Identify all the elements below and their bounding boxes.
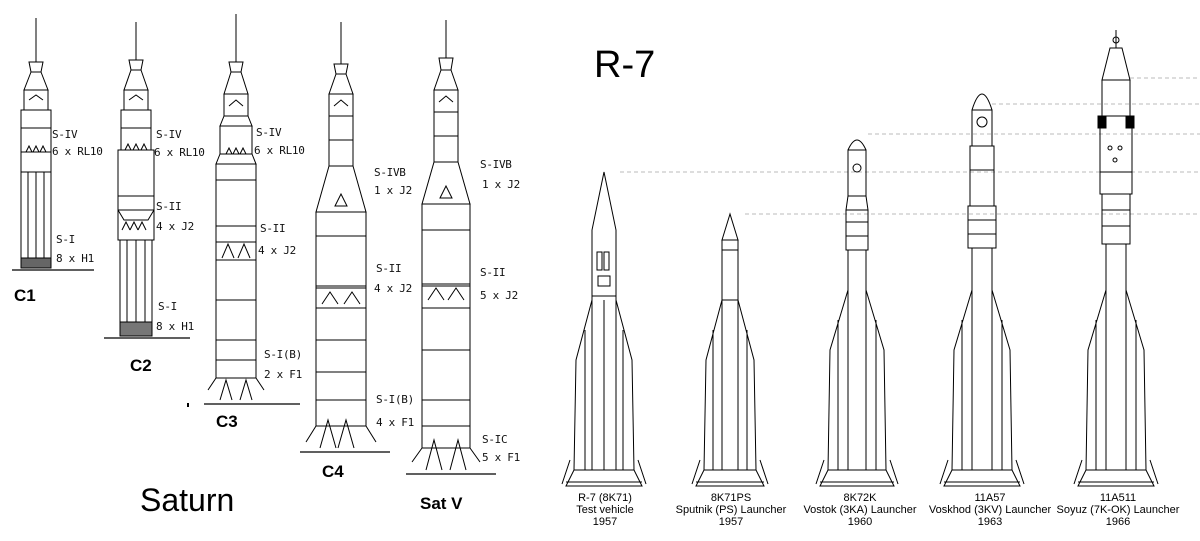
c2-stage3-name: S-I [158, 300, 177, 313]
c4-stage1-engines: 1 x J2 [374, 184, 412, 197]
r7-vehicle-caption-3: 8K72K Vostok (3KA) Launcher 1960 [795, 492, 925, 528]
c2-stage2-name: S-II [156, 200, 182, 213]
satv-stage2-engines: 5 x J2 [480, 289, 518, 302]
c4-stage3-engines: 4 x F1 [376, 416, 414, 429]
c3-stage1-engines: 6 x RL10 [254, 144, 305, 157]
r7-11a511-drawing [1073, 30, 1159, 487]
satv-stage1-engines: 1 x J2 [482, 178, 520, 191]
r7-vehicle-role: Voskhod (3KV) Launcher [928, 504, 1052, 516]
r7-8k72k-drawing [815, 139, 899, 487]
r7-8k71ps-drawing [691, 212, 769, 487]
r7-vehicle-designation: R-7 (8K71) [578, 492, 632, 504]
c4-stage2-name: S-II [376, 262, 402, 275]
r7-vehicle-caption-2: 8K71PS Sputnik (PS) Launcher 1957 [666, 492, 796, 528]
satv-stage3-engines: 5 x F1 [482, 451, 520, 464]
r7-11a57-drawing [939, 93, 1025, 487]
r7-8k71-drawing [561, 171, 647, 487]
c3-label: C3 [216, 412, 238, 431]
saturn-c2-drawing [104, 22, 190, 339]
saturn-v-drawing [406, 20, 496, 475]
c2-stage2-engines: 4 x J2 [156, 220, 194, 233]
c1-stage1-name: S-IV [52, 128, 78, 141]
satv-stage1-name: S-IVB [480, 158, 512, 171]
c1-stage2-name: S-I [56, 233, 75, 246]
c2-stage1-engines: 6 x RL10 [154, 146, 205, 159]
saturn-title: Saturn [140, 482, 235, 518]
r7-vehicle-role: Soyuz (7K-OK) Launcher [1056, 504, 1180, 516]
c3-stage3-name: S-I(B) [264, 348, 302, 361]
c3-stage2-engines: 4 x J2 [258, 244, 296, 257]
c4-stage1-name: S-IVB [374, 166, 406, 179]
c4-stage3-name: S-I(B) [376, 393, 414, 406]
r7-vehicle-designation: 8K71PS [710, 492, 752, 504]
r7-vehicle-year: 1960 [847, 516, 873, 528]
c3-stage2-name: S-II [260, 222, 286, 235]
r7-vehicle-role: Vostok (3KA) Launcher [803, 504, 917, 516]
r7-title: R-7 [594, 44, 656, 86]
c2-stage3-engines: 8 x H1 [156, 320, 194, 333]
r7-vehicle-caption-1: R-7 (8K71) Test vehicle 1957 [540, 492, 670, 528]
c4-stage2-engines: 4 x J2 [374, 282, 412, 295]
satv-label: Sat V [420, 494, 463, 513]
c2-label: C2 [130, 356, 152, 375]
r7-vehicle-designation: 11A57 [974, 492, 1006, 504]
r7-vehicle-role: Sputnik (PS) Launcher [675, 504, 787, 516]
r7-vehicle-year: 1957 [592, 516, 618, 528]
r7-vehicle-caption-4: 11A57 Voskhod (3KV) Launcher 1963 [925, 492, 1055, 528]
r7-vehicle-role: Test vehicle [576, 504, 634, 516]
c3-stage1-name: S-IV [256, 126, 282, 139]
saturn-c3-drawing [204, 14, 300, 405]
r7-vehicle-caption-5: 11A511 Soyuz (7K-OK) Launcher 1966 [1053, 492, 1183, 528]
c3-stage3-engines: 2 x F1 [264, 368, 302, 381]
c4-label: C4 [322, 462, 344, 481]
saturn-c4-drawing [300, 22, 390, 453]
satv-stage2-name: S-II [480, 266, 506, 279]
c1-stage2-engines: 8 x H1 [56, 252, 94, 265]
r7-vehicle-designation: 8K72K [843, 492, 877, 504]
r7-vehicle-designation: 11A511 [1099, 492, 1137, 504]
c1-label: C1 [14, 286, 36, 305]
r7-vehicle-year: 1963 [977, 516, 1003, 528]
c1-stage1-engines: 6 x RL10 [52, 145, 103, 158]
r7-vehicle-year: 1957 [718, 516, 744, 528]
satv-stage3-name: S-IC [482, 433, 508, 446]
c2-stage1-name: S-IV [156, 128, 182, 141]
r7-vehicle-year: 1966 [1105, 516, 1131, 528]
saturn-c1-drawing [12, 18, 94, 271]
